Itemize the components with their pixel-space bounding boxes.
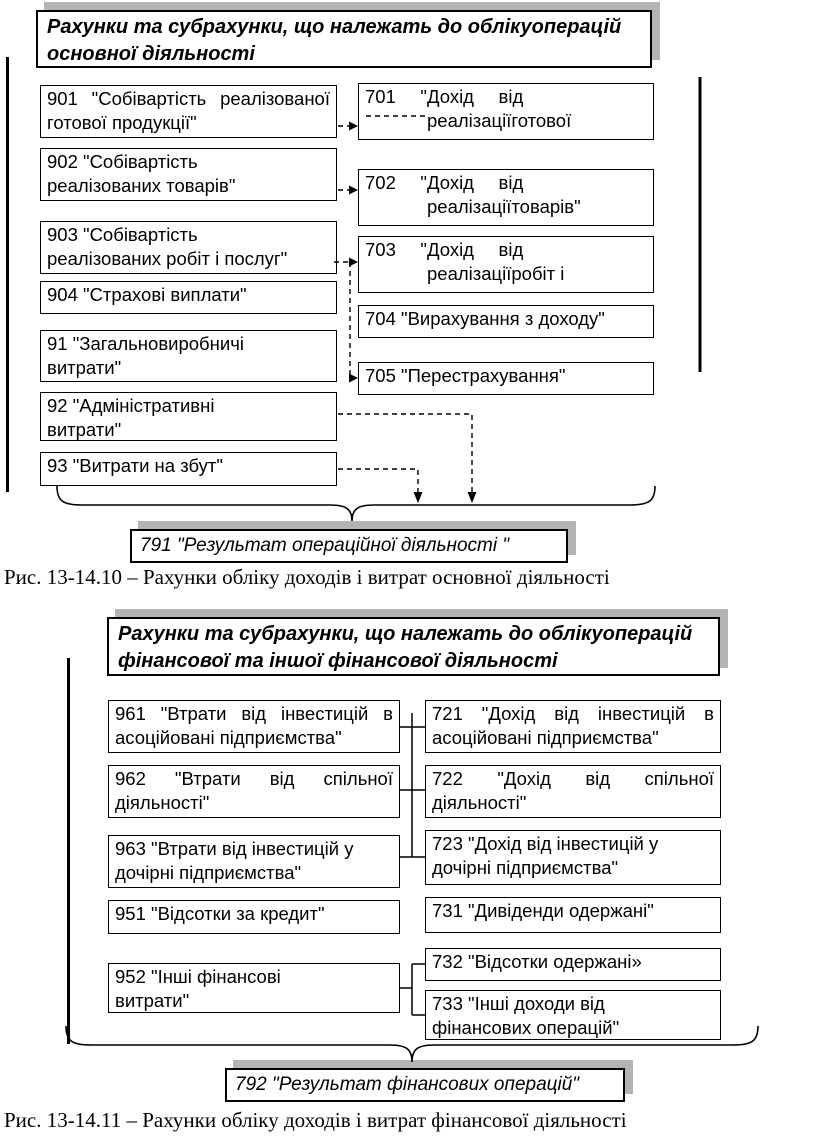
account-box-91-line1: 91 "Загальновиробничі — [47, 333, 244, 354]
account-box-952: 952 "Інші фінансові витрати" — [108, 963, 400, 1013]
fig2-header-box: Рахунки та субрахунки, що належать до об… — [107, 617, 720, 676]
fig1-caption: Рис. 13-14.10 – Рахунки обліку доходів і… — [4, 565, 610, 589]
account-box-732: 732 "Відсотки одержані» — [425, 948, 721, 981]
account-box-723-line2: дочірні підприємства" — [432, 857, 619, 878]
arrow-down-icon — [467, 492, 477, 503]
arrow-right-icon — [349, 121, 358, 131]
account-box-701-line1: 701 "Дохід від — [365, 86, 524, 107]
fig1-result-text: 791 "Результат операційної діяльності " — [140, 535, 510, 556]
fig2-header-line1: Рахунки та субрахунки, що належать до об… — [118, 623, 693, 645]
arrow-right-icon — [349, 373, 358, 383]
account-box-731-line1: 731 "Дивіденди одержані" — [432, 900, 654, 921]
fig2-caption: Рис. 13-14.11 – Рахунки обліку доходів і… — [4, 1108, 627, 1132]
account-box-703: 703 "Дохід від реалізаціїробіт і — [358, 236, 654, 293]
arrow-right-icon — [349, 185, 358, 195]
account-box-901-line1: 901 "Собівартість реалізованої — [47, 88, 330, 109]
account-box-722-line2: діяльності" — [432, 792, 527, 813]
account-box-952-line2: витрати" — [115, 990, 190, 1011]
arrow-right-icon — [349, 257, 358, 267]
account-box-92: 92 "Адміністративні витрати" — [40, 392, 337, 441]
fig2-header-line2: фінансової та іншої фінансової діяльност… — [118, 650, 558, 672]
fig1-header-box: Рахунки та субрахунки, що належать до об… — [36, 10, 652, 68]
account-box-902-line2: реалізованих товарів" — [47, 175, 236, 196]
account-box-901: 901 "Собівартість реалізованої готової п… — [40, 85, 337, 138]
account-box-723: 723 "Дохід від інвестицій у дочірні підп… — [425, 830, 721, 885]
account-box-901-line2: готової продукції" — [47, 112, 197, 133]
fig1-header-line2: основної діяльності — [47, 43, 255, 65]
account-box-93: 93 "Витрати на збут" — [40, 452, 337, 486]
fig1-header-line1: Рахунки та субрахунки, що належать до об… — [47, 16, 622, 38]
account-box-721: 721 "Дохід від інвестицій в асоційовані … — [425, 700, 721, 753]
account-box-722-line1: 722 "Дохід від спільної — [432, 768, 714, 789]
account-box-723-line1: 723 "Дохід від інвестицій у — [432, 833, 659, 854]
account-box-705: 705 "Перестрахування" — [358, 362, 654, 395]
account-box-702-line2: реалізаціїтоварів" — [427, 196, 581, 217]
fig1-brace — [56, 485, 656, 522]
fig1-result-box: 791 "Результат операційної діяльності " — [130, 529, 568, 563]
account-box-961-line2: асоційовані підприємства" — [115, 727, 342, 748]
account-box-733-line2: фінансових операцій" — [432, 1017, 620, 1038]
account-box-904: 904 "Страхові виплати" — [40, 281, 337, 314]
account-box-952-line1: 952 "Інші фінансові — [115, 966, 281, 987]
account-box-903-line1: 903 "Собівартість — [47, 224, 198, 245]
account-box-704: 704 "Вирахування з доходу" — [358, 305, 654, 338]
account-box-92-line2: витрати" — [47, 419, 122, 440]
account-box-705-line1: 705 "Перестрахування" — [365, 365, 566, 386]
account-box-961: 961 "Втрати від інвестицій в асоційовані… — [108, 700, 400, 753]
fig2-result-box: 792 "Результат фінансових операцій" — [225, 1068, 625, 1102]
account-box-951-line1: 951 "Відсотки за кредит" — [115, 903, 325, 924]
account-box-704-line1: 704 "Вирахування з доходу" — [365, 308, 605, 329]
account-box-732-line1: 732 "Відсотки одержані» — [432, 951, 642, 972]
account-box-963-line1: 963 "Втрати від інвестицій у — [115, 838, 354, 859]
account-box-904-line1: 904 "Страхові виплати" — [47, 284, 247, 305]
account-box-92-line1: 92 "Адміністративні — [47, 395, 215, 416]
account-box-703-line2: реалізаціїробіт і — [427, 263, 565, 284]
account-box-701-line2: реалізаціїготової — [427, 110, 572, 131]
account-box-703-line1: 703 "Дохід від — [365, 239, 524, 260]
account-box-963-line2: дочірні підприємства" — [115, 862, 302, 883]
account-box-91-line2: витрати" — [47, 357, 122, 378]
account-box-721-line1: 721 "Дохід від інвестицій в — [432, 703, 714, 724]
account-box-702-line1: 702 "Дохід від — [365, 172, 524, 193]
fig2-connectors — [400, 713, 425, 1016]
account-box-963: 963 "Втрати від інвестицій у дочірні під… — [108, 835, 400, 888]
account-box-962-line2: діяльності" — [115, 792, 210, 813]
account-box-903: 903 "Собівартість реалізованих робіт і п… — [40, 221, 337, 274]
account-box-93-line1: 93 "Витрати на збут" — [47, 455, 223, 476]
account-box-733: 733 "Інші доходи від фінансових операцій… — [425, 990, 721, 1040]
account-box-902: 902 "Собівартість реалізованих товарів" — [40, 148, 337, 201]
arrow-down-icon — [413, 492, 423, 503]
account-box-731: 731 "Дивіденди одержані" — [425, 897, 721, 933]
account-box-733-line1: 733 "Інші доходи від — [432, 993, 605, 1014]
account-box-722: 722 "Дохід від спільної діяльності" — [425, 765, 721, 818]
fig2-result-text: 792 "Результат фінансових операцій" — [235, 1074, 580, 1095]
account-box-721-line2: асоційовані підприємства" — [432, 727, 659, 748]
account-box-962: 962 "Втрати від спільної діяльності" — [108, 765, 400, 818]
account-box-702: 702 "Дохід від реалізаціїтоварів" — [358, 169, 654, 226]
account-box-902-line1: 902 "Собівартість — [47, 151, 198, 172]
account-box-962-line1: 962 "Втрати від спільної — [115, 768, 393, 789]
account-box-91: 91 "Загальновиробничі витрати" — [40, 330, 337, 382]
account-box-961-line1: 961 "Втрати від інвестицій в — [115, 703, 393, 724]
account-box-951: 951 "Відсотки за кредит" — [108, 900, 400, 934]
account-box-903-line2: реалізованих робіт і послуг" — [47, 248, 288, 269]
account-box-701: 701 "Дохід від реалізаціїготової — [358, 83, 654, 140]
